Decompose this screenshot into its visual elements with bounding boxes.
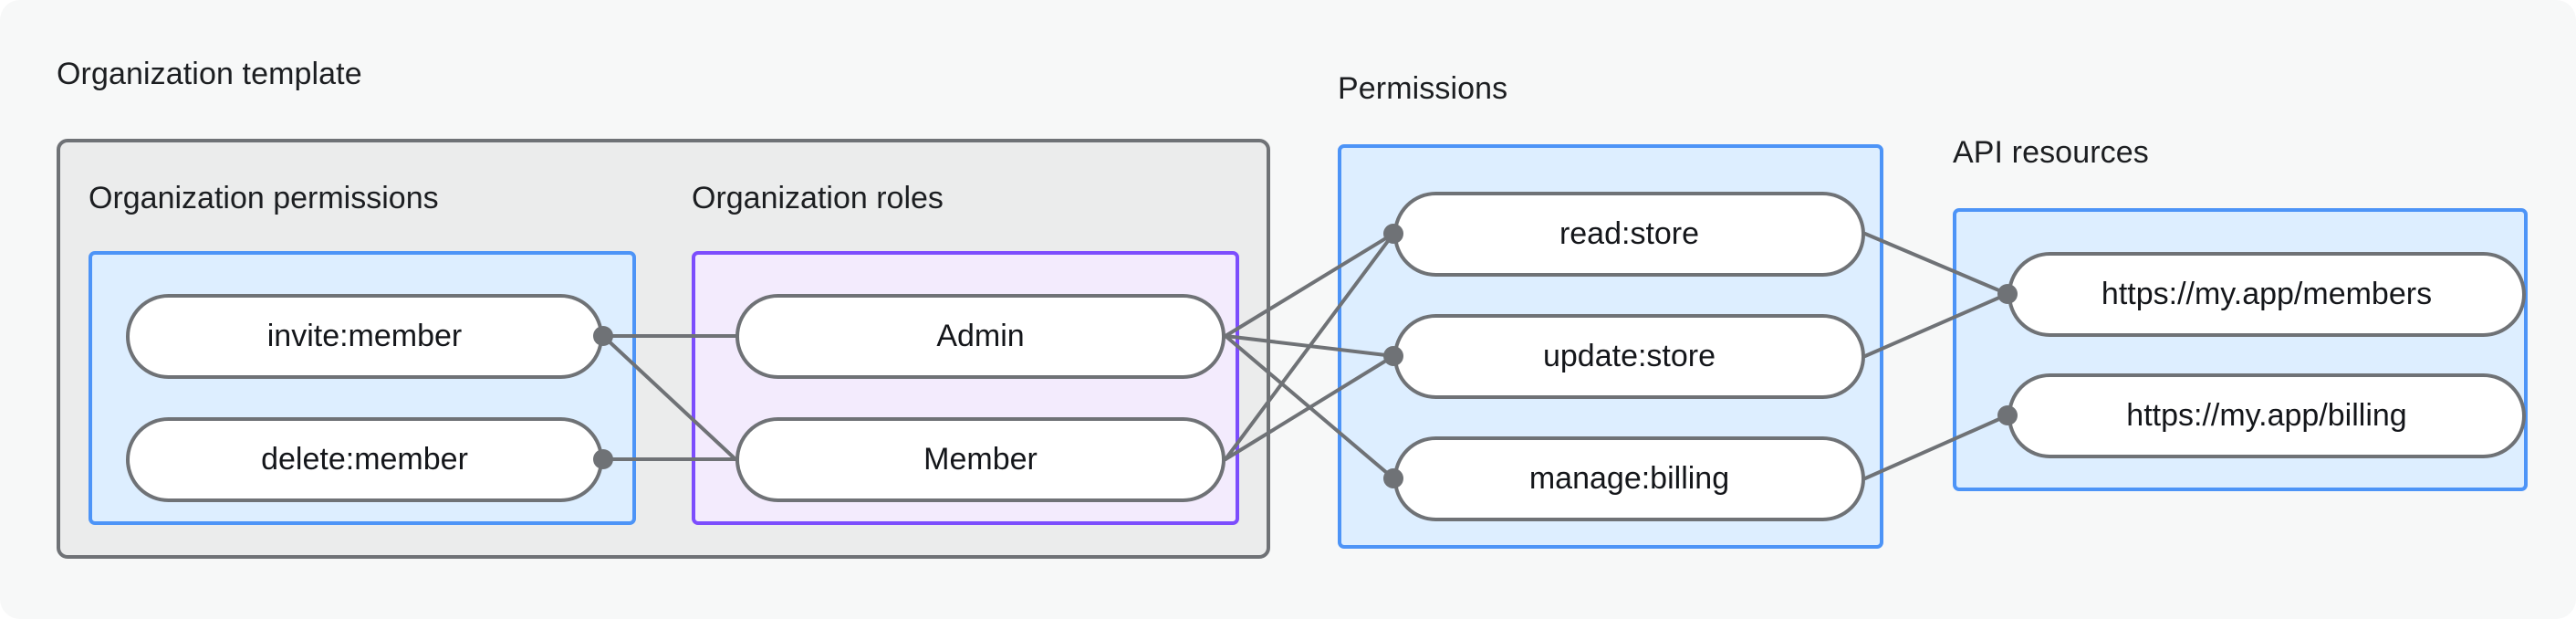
node-manage-billing-label: manage:billing	[1528, 460, 1730, 496]
node-member[interactable]: Member	[735, 417, 1225, 502]
node-billing-url[interactable]: https://my.app/billing	[2008, 373, 2526, 458]
node-invite-member[interactable]: invite:member	[126, 294, 603, 379]
node-manage-billing[interactable]: manage:billing	[1393, 436, 1865, 521]
api-resources-title: API resources	[1953, 135, 2149, 170]
node-members-url[interactable]: https://my.app/members	[2008, 252, 2526, 337]
permissions-title: Permissions	[1338, 71, 1508, 106]
node-read-store[interactable]: read:store	[1393, 192, 1865, 277]
node-update-store-label: update:store	[1542, 338, 1716, 373]
node-billing-url-label: https://my.app/billing	[2126, 397, 2407, 433]
node-delete-member-label: delete:member	[261, 441, 468, 477]
node-delete-member[interactable]: delete:member	[126, 417, 603, 502]
node-invite-member-label: invite:member	[266, 318, 463, 353]
node-admin[interactable]: Admin	[735, 294, 1225, 379]
node-update-store[interactable]: update:store	[1393, 314, 1865, 399]
organization-template-title: Organization template	[57, 57, 362, 91]
organization-permissions-title: Organization permissions	[89, 181, 439, 215]
organization-roles-title: Organization roles	[692, 181, 944, 215]
node-member-label: Member	[923, 441, 1038, 477]
node-read-store-label: read:store	[1559, 215, 1700, 251]
node-admin-label: Admin	[936, 318, 1025, 353]
node-members-url-label: https://my.app/members	[2101, 276, 2433, 311]
